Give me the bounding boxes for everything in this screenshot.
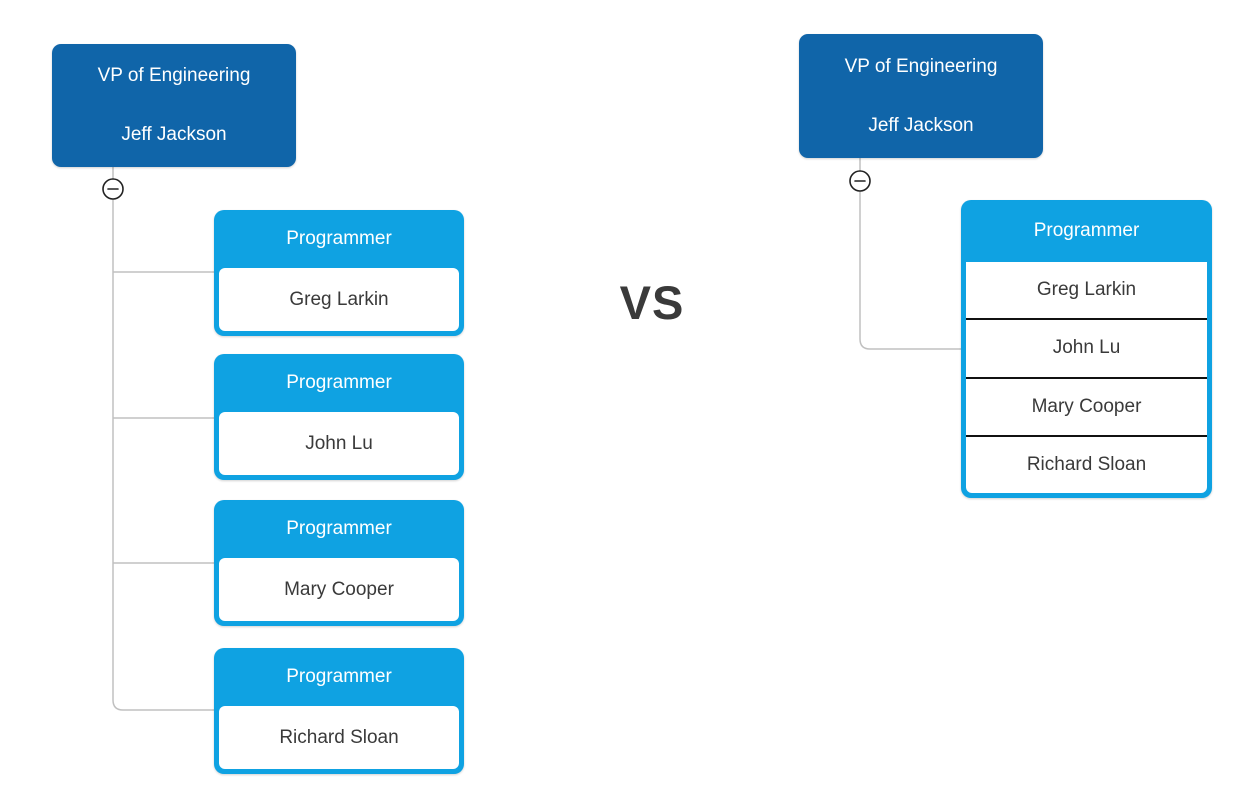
group-member-list: Greg Larkin John Lu Mary Cooper Richard … xyxy=(966,262,1207,493)
group-member: John Lu xyxy=(966,318,1207,376)
right-root-title: VP of Engineering xyxy=(844,55,998,77)
node-role-label: Programmer xyxy=(286,518,392,539)
node-role-label: Programmer xyxy=(286,372,392,393)
collapse-icon[interactable] xyxy=(102,178,124,200)
group-member: Mary Cooper xyxy=(966,376,1207,435)
node-person-name: Greg Larkin xyxy=(219,268,459,331)
node-person-name: John Lu xyxy=(219,412,459,475)
node-role-label: Programmer xyxy=(286,666,392,687)
right-trunk-connector xyxy=(859,158,961,350)
left-node-programmer-3: Programmer Mary Cooper xyxy=(214,500,464,626)
left-node-programmer-4: Programmer Richard Sloan xyxy=(214,648,464,774)
right-root-name: Jeff Jackson xyxy=(868,114,974,136)
group-member: Richard Sloan xyxy=(966,434,1207,493)
left-node-programmer-2: Programmer John Lu xyxy=(214,354,464,480)
node-person-name: Mary Cooper xyxy=(219,558,459,621)
collapse-icon[interactable] xyxy=(849,170,871,192)
left-node-programmer-1: Programmer Greg Larkin xyxy=(214,210,464,336)
left-root-name: Jeff Jackson xyxy=(121,124,227,145)
node-role-label: Programmer xyxy=(286,228,392,249)
vs-separator-label: VS xyxy=(619,276,685,329)
left-trunk-connector xyxy=(112,167,214,711)
left-root-node: VP of Engineering Jeff Jackson xyxy=(52,44,296,167)
group-member: Greg Larkin xyxy=(1036,279,1137,301)
right-root-node: VP of Engineering Jeff Jackson xyxy=(799,34,1043,158)
group-role-label: Programmer xyxy=(1033,220,1140,241)
right-group-node: Programmer Greg Larkin John Lu Mary Coop… xyxy=(961,200,1212,498)
node-person-name: Richard Sloan xyxy=(219,706,459,769)
left-root-title: VP of Engineering xyxy=(97,65,251,86)
